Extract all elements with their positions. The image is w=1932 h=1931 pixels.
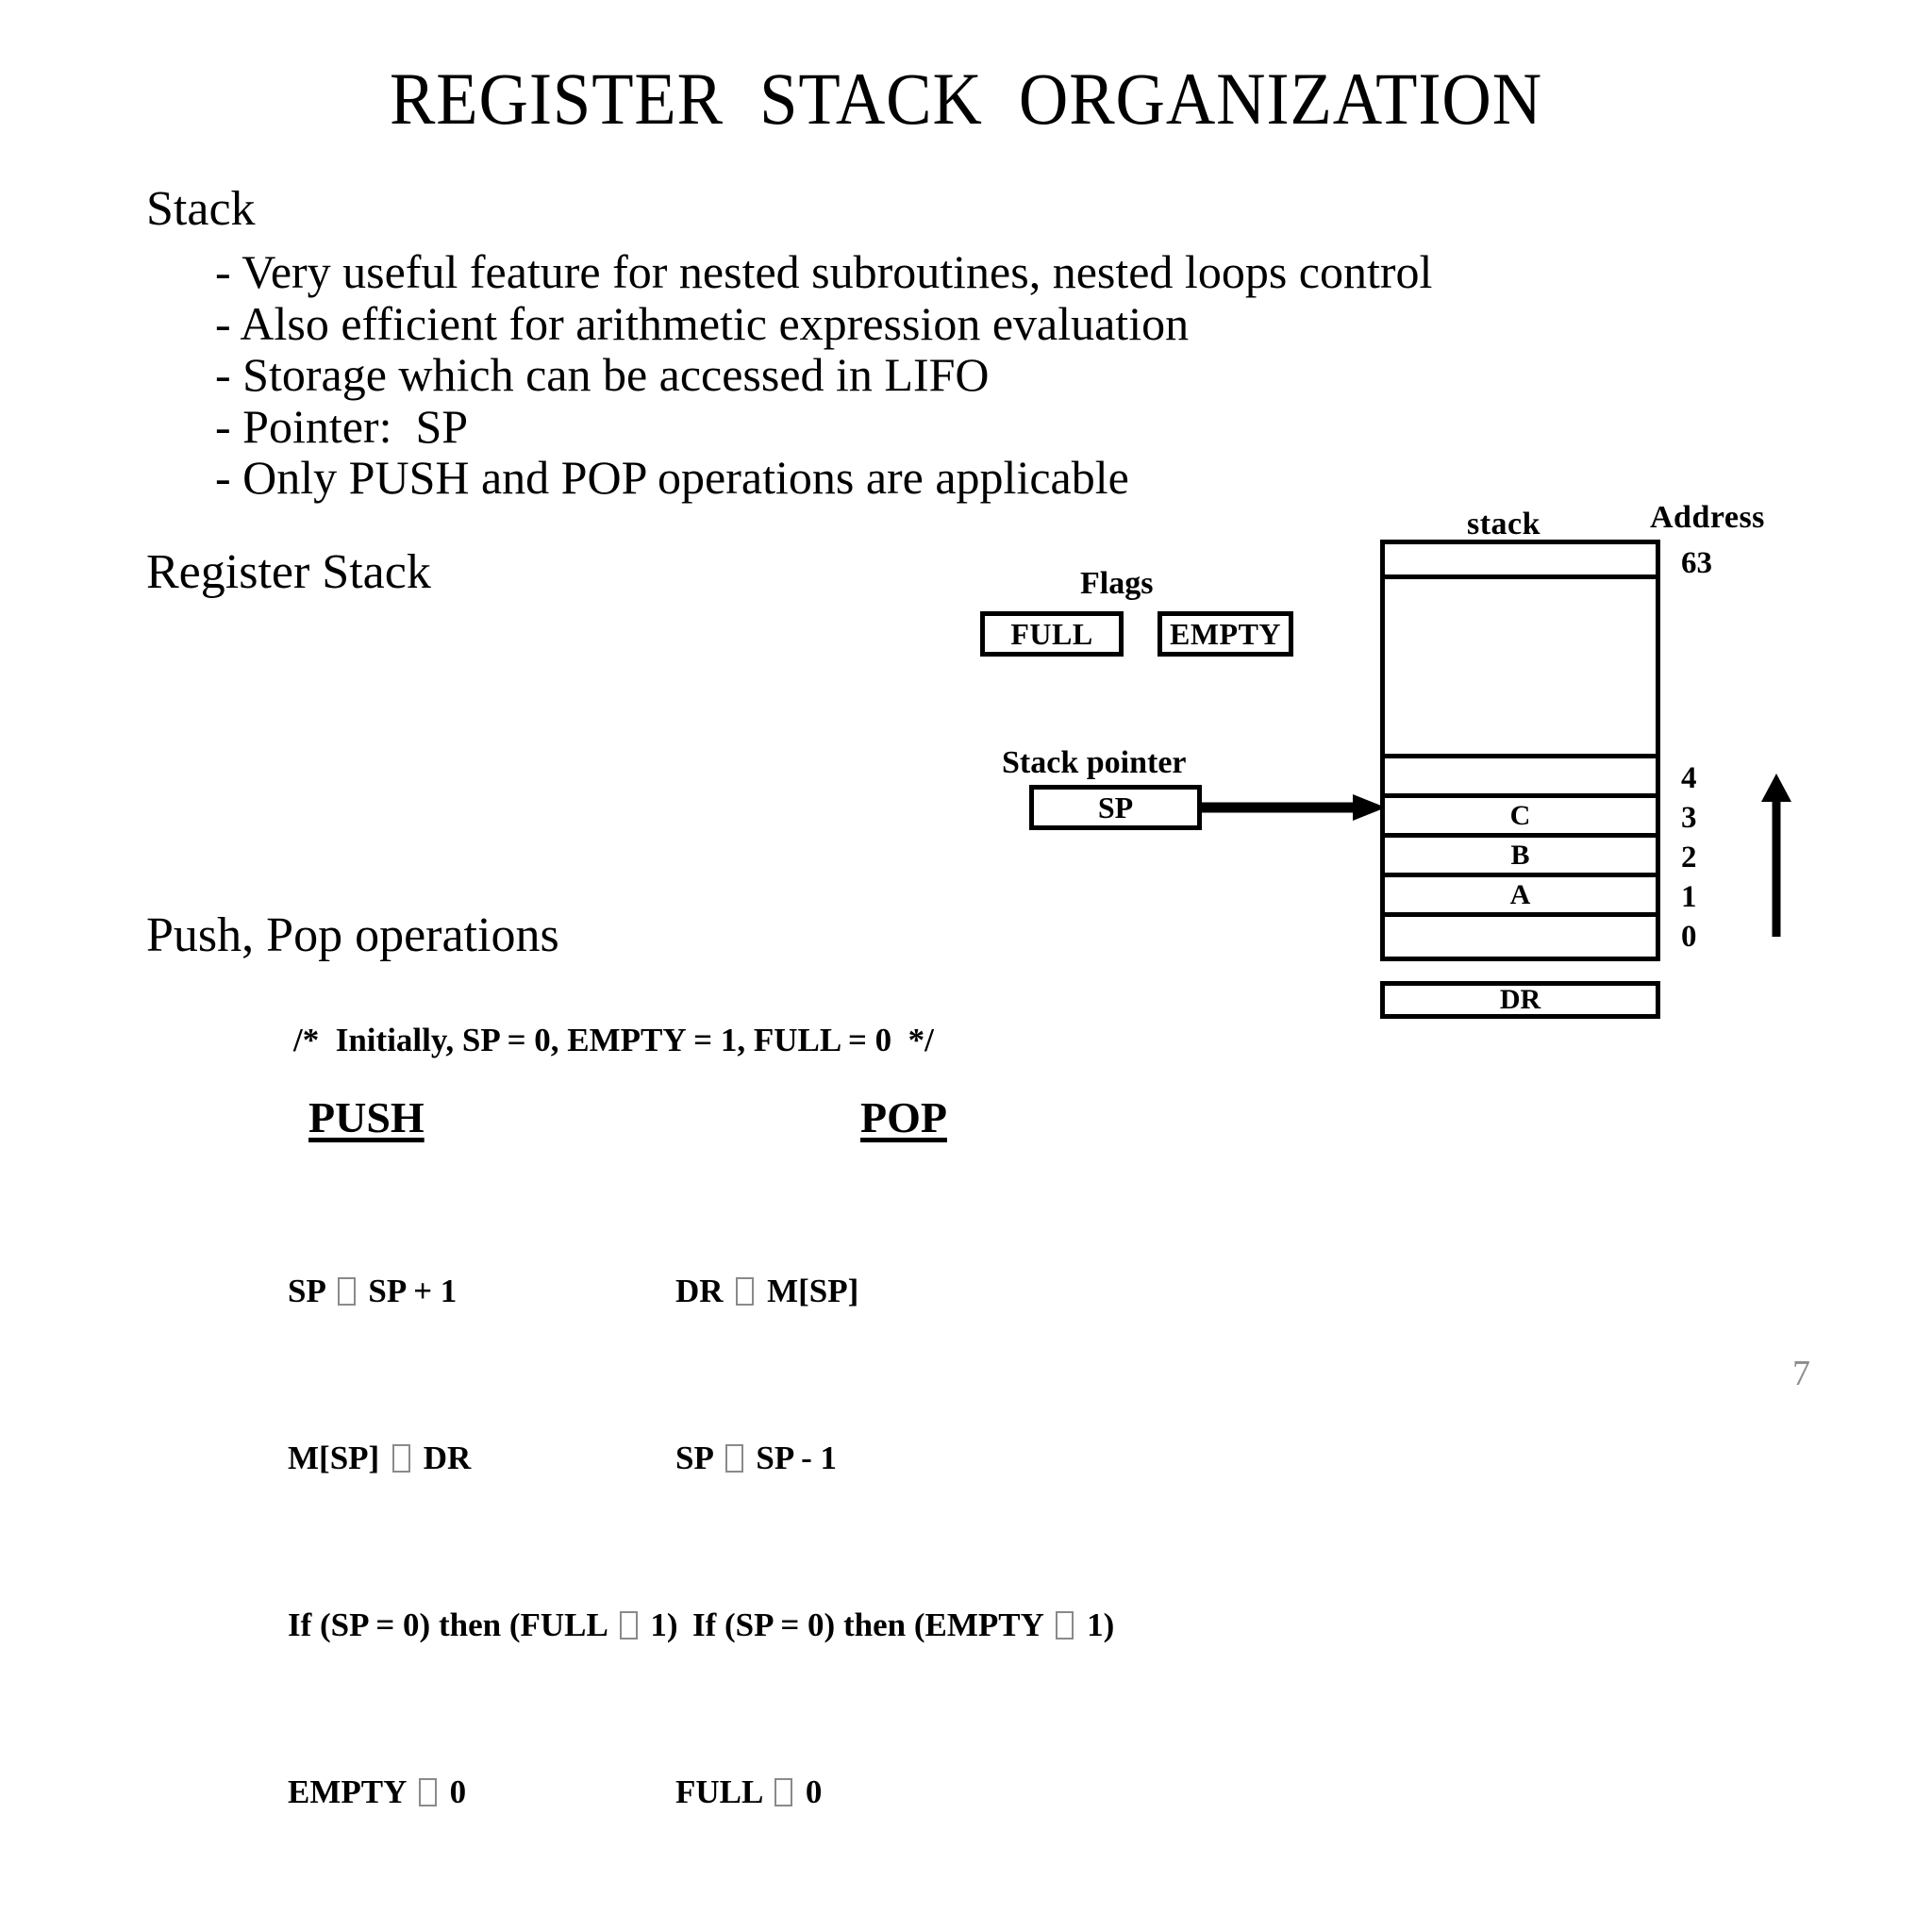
stack-column-label: stack — [1467, 507, 1541, 541]
list-item: - Only PUSH and POP operations are appli… — [215, 451, 1129, 504]
code-line-post: 0 — [441, 1773, 467, 1810]
assignment-arrow-icon — [1056, 1611, 1074, 1640]
code-line: If (SP = 0) then (EMPTY 1) — [675, 1597, 1114, 1653]
assignment-arrow-icon — [337, 1277, 356, 1306]
table-row: C — [1385, 798, 1656, 838]
code-line-pre: If (SP = 0) then (FULL — [288, 1606, 615, 1643]
table-row — [1385, 579, 1656, 758]
code-line: SP SP - 1 — [675, 1430, 1114, 1486]
address-value: 2 — [1681, 841, 1697, 874]
list-item: - Storage which can be accessed in LIFO — [215, 348, 990, 401]
pop-column-heading: POP — [860, 1093, 947, 1141]
slide-title: REGISTER STACK ORGANIZATION — [389, 58, 1543, 140]
list-item: - Pointer: SP — [215, 399, 469, 453]
code-line-pre: DR — [675, 1273, 732, 1309]
sp-register-box: SP — [1029, 785, 1202, 830]
assignment-arrow-icon — [418, 1778, 437, 1806]
code-line: FULL 0 — [675, 1764, 1114, 1820]
code-line-post: M[SP] — [758, 1273, 859, 1309]
stack-pointer-label: Stack pointer — [1002, 745, 1187, 780]
address-value: 3 — [1681, 801, 1697, 835]
list-item: - Also efficient for arithmetic expressi… — [215, 296, 1190, 350]
address-value: 1 — [1681, 880, 1697, 914]
table-row: A — [1385, 877, 1656, 917]
address-value: 4 — [1681, 761, 1697, 795]
code-line-pre: If (SP = 0) then (EMPTY — [692, 1606, 1052, 1643]
flag-box-full: FULL — [980, 611, 1124, 657]
initial-conditions-comment: /* Initially, SP = 0, EMPTY = 1, FULL = … — [293, 1022, 934, 1058]
code-line-pre: M[SP] — [288, 1440, 388, 1476]
table-row: B — [1385, 838, 1656, 877]
sp-pointer-arrow-icon — [1202, 794, 1386, 821]
flags-label: Flags — [1080, 566, 1154, 601]
code-line-post: 1) — [641, 1606, 678, 1643]
address-value: 0 — [1681, 920, 1697, 954]
push-column-heading: PUSH — [308, 1093, 425, 1141]
code-line: SP SP + 1 — [288, 1263, 678, 1319]
code-line-post: DR — [414, 1440, 472, 1476]
table-row — [1385, 544, 1656, 579]
assignment-arrow-icon — [619, 1611, 638, 1640]
code-line: DR M[SP] — [675, 1263, 1114, 1319]
table-row — [1385, 917, 1656, 957]
dr-register-box: DR — [1380, 981, 1660, 1019]
code-line-post: 1) — [1078, 1606, 1115, 1643]
stack-bullet-list: - Very useful feature for nested subrout… — [215, 246, 1432, 504]
stack-growth-up-arrow-icon — [1761, 774, 1791, 937]
code-line-pre: FULL — [675, 1773, 771, 1810]
register-stack-heading: Register Stack — [146, 545, 431, 599]
code-line: If (SP = 0) then (FULL 1) — [288, 1597, 678, 1653]
code-line: EMPTY 0 — [288, 1764, 678, 1820]
code-line-pre: EMPTY — [288, 1773, 414, 1810]
stack-heading: Stack — [146, 182, 256, 236]
slide-canvas: REGISTER STACK ORGANIZATION Stack - Very… — [146, 58, 1810, 1810]
assignment-arrow-icon — [774, 1778, 793, 1806]
flag-box-empty: EMPTY — [1158, 611, 1293, 657]
code-line-post: SP - 1 — [747, 1440, 837, 1476]
code-line-pre: SP — [288, 1273, 333, 1309]
code-line-post: 0 — [797, 1773, 823, 1810]
assignment-arrow-icon — [736, 1277, 755, 1306]
table-row — [1385, 758, 1656, 798]
pop-code-block: DR M[SP] SP SP - 1 If (SP = 0) then (EMP… — [675, 1152, 1114, 1931]
push-code-block: SP SP + 1 M[SP] DR If (SP = 0) then (FUL… — [288, 1152, 678, 1931]
address-value: 63 — [1681, 546, 1712, 580]
code-line: M[SP] DR — [288, 1430, 678, 1486]
code-line-pre: SP — [675, 1440, 721, 1476]
list-item: - Very useful feature for nested subrout… — [215, 245, 1433, 298]
code-line-post: SP + 1 — [359, 1273, 458, 1309]
address-column-label: Address — [1650, 500, 1765, 535]
push-pop-heading: Push, Pop operations — [146, 908, 559, 962]
page-number: 7 — [1792, 1354, 1810, 1393]
stack-memory-table: C B A — [1380, 540, 1660, 961]
